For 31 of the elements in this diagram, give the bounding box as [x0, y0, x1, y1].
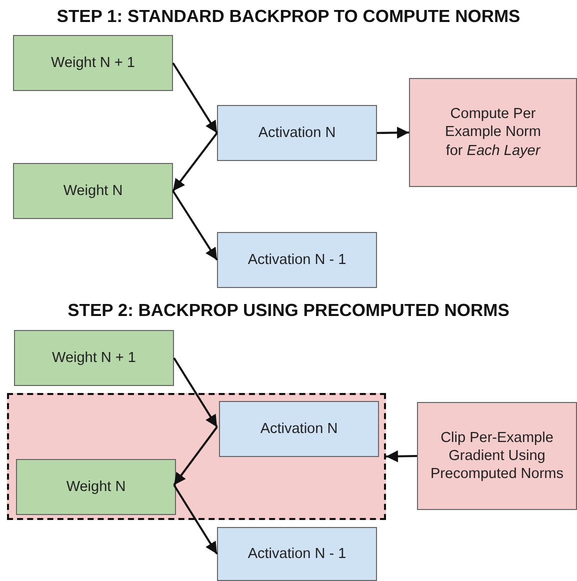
arrow: [172, 132, 218, 192]
arrow: [172, 190, 218, 261]
arrow: [376, 126, 410, 139]
node-label: Activation N - 1: [246, 250, 348, 270]
node-label: Activation N: [257, 124, 337, 142]
section-heading: STEP 1: STANDARD BACKPROP TO COMPUTE NORMS: [56, 6, 520, 27]
node-label: Activation N - 1: [246, 544, 348, 564]
weight-box: [13, 163, 173, 219]
node-label: Clip Per-Example Gradient Using Precomputed Norms: [430, 428, 564, 484]
node-label: Activation N: [259, 420, 339, 438]
weight-box: [13, 35, 173, 91]
node-label: Weight N: [62, 182, 124, 200]
section-heading: STEP 2: BACKPROP USING PRECOMPUTED NORMS: [68, 300, 510, 321]
dashed-region: [7, 393, 386, 520]
process-box: [417, 402, 577, 510]
arrow: [172, 62, 218, 134]
node-label: Weight N + 1: [51, 348, 137, 368]
node-label: Weight N: [65, 478, 127, 496]
activation-box: [217, 232, 377, 288]
arrow: [173, 426, 218, 486]
process-box: [409, 78, 577, 187]
arrow: [386, 450, 418, 462]
weight-box: [16, 459, 176, 515]
activation-box: [217, 527, 377, 581]
node-label: Weight N + 1: [50, 54, 136, 72]
arrow: [173, 357, 218, 428]
node-label: Compute Per Example Norm for Each Layer: [444, 105, 542, 160]
activation-box: [217, 105, 377, 161]
weight-box: [14, 330, 174, 386]
activation-box: [219, 401, 379, 457]
arrow: [173, 484, 218, 555]
